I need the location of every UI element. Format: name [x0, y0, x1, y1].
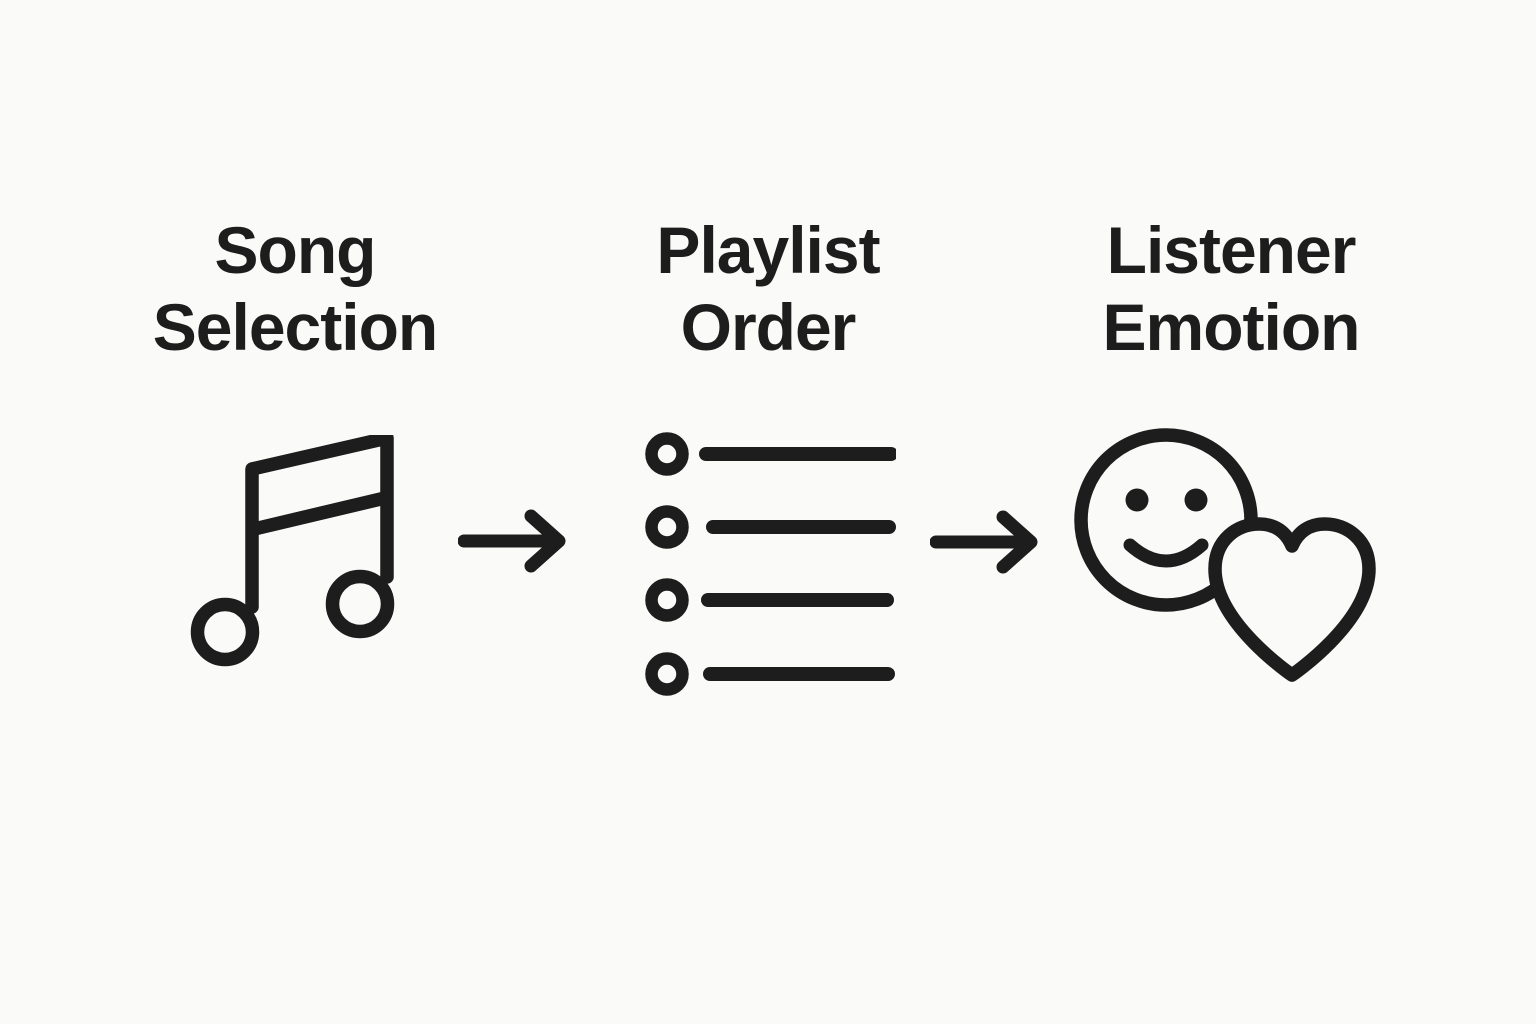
- arrow-right-icon: [930, 508, 1042, 576]
- stage-title-listener-emotion: Listener Emotion: [1031, 212, 1431, 366]
- music-note-icon: [182, 435, 398, 667]
- stage-title-line: Emotion: [1102, 290, 1361, 364]
- stage-title-line: Song: [214, 213, 377, 287]
- smiley-heart-icon: [1072, 424, 1384, 692]
- stage-title-line: Playlist: [656, 213, 880, 287]
- stage-title-line: Selection: [152, 290, 438, 364]
- stage-title-song-selection: Song Selection: [95, 212, 495, 366]
- arrow-right-icon: [458, 507, 570, 575]
- stage-title-line: Listener: [1106, 213, 1357, 287]
- playlist-list-icon: [640, 428, 896, 698]
- heart-icon: [1208, 517, 1376, 682]
- stage-title-line: Order: [680, 290, 857, 364]
- stage-title-playlist-order: Playlist Order: [568, 212, 968, 366]
